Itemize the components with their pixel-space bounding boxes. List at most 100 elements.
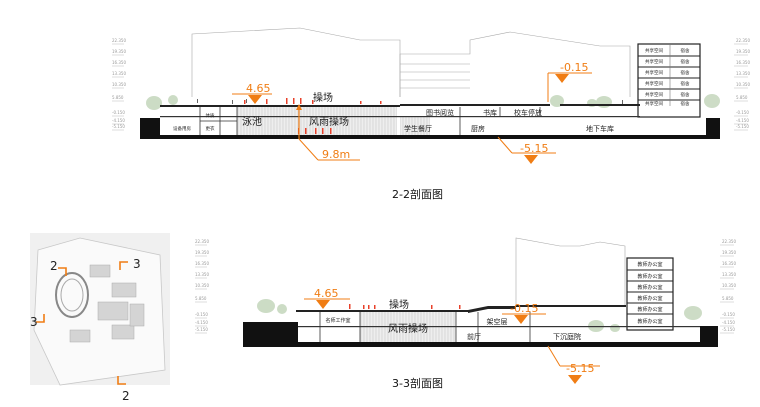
cut-marker (36, 314, 45, 323)
level-value: -4.150 (112, 118, 125, 123)
level-value: 5.850 (722, 296, 734, 301)
room-label: 宿舍 (681, 91, 690, 98)
partitions-22 (199, 107, 541, 135)
level-value: -0.150 (722, 312, 735, 317)
label-pool: 泳池 (242, 115, 262, 128)
room-label: 教师办公室 (637, 295, 662, 302)
elevation-marker-515-33: -5.15 (547, 345, 600, 384)
canteen-wall (400, 116, 430, 135)
room-label: 共享空间 (645, 91, 663, 98)
elevation-value: -0.15 (510, 302, 538, 315)
podium-roof-slab (296, 310, 468, 312)
level-value: 22.350 (722, 239, 736, 244)
room-label: 教师办公室 (637, 306, 662, 313)
level-value: 13.350 (736, 71, 750, 76)
basement-slab (243, 342, 718, 347)
level-value: 5.850 (112, 95, 124, 100)
elevation-marker-015-33: -0.15 (502, 302, 546, 324)
room-label: 共享空间 (645, 47, 663, 54)
level-value: -0.150 (195, 312, 208, 317)
room-label: 共享空间 (645, 58, 663, 65)
ground-floor-line (160, 116, 640, 118)
elevation-value: 4.65 (314, 287, 339, 300)
background-buildings-33 (515, 237, 626, 305)
level-value: 22.350 (195, 239, 209, 244)
cut-marker (117, 376, 126, 385)
level-values-right-22: 22.350 19.350 16.350 13.350 10.350 5.850… (736, 38, 750, 129)
level-value: -5.150 (722, 327, 735, 332)
room-label: 共享空间 (645, 100, 663, 107)
ground-floor-line (298, 326, 700, 328)
label-overhead-floor: 架空层 (487, 317, 508, 326)
level-value: 22.350 (736, 38, 750, 43)
label-lobby: 前厅 (467, 332, 481, 341)
level-value: 16.350 (722, 261, 736, 266)
cut-label: 2 (122, 389, 130, 403)
ground-left (243, 322, 298, 342)
label-sunken-court: 下沉庭院 (553, 332, 581, 341)
cut-marker (58, 267, 67, 276)
cut-label: 2 (50, 259, 58, 273)
level-value: 19.350 (195, 250, 209, 255)
ground-right (700, 326, 718, 342)
level-value: -0.150 (112, 110, 125, 115)
level-value: 13.350 (112, 71, 126, 76)
section-2-2: 22.350 19.350 16.350 13.350 10.350 5.850… (112, 27, 750, 164)
height-marker-98: 9.8m (296, 104, 360, 161)
level-ticks-right-22 (734, 43, 748, 131)
elevation-marker-015: -0.15 (547, 61, 592, 102)
caption-section-3-3: 3-3剖面图 (392, 377, 443, 390)
office-tower: 教师办公室 教师办公室 教师办公室 教师办公室 教师办公室 教师办公室 (626, 257, 674, 331)
room-label: 共享空间 (645, 69, 663, 76)
level-value: -5.150 (195, 327, 208, 332)
cut-label: 3 (133, 257, 141, 271)
label-rain-field: 风雨操场 (309, 115, 349, 128)
level-ticks-left-22 (112, 43, 124, 131)
room-label: 宿舍 (681, 100, 690, 107)
level-values-left-33: 22.350 19.350 16.350 13.350 10.350 5.850… (195, 239, 209, 332)
level-ticks-right-33 (720, 244, 734, 334)
level-values-left-22: 22.350 19.350 16.350 13.350 10.350 5.850… (112, 38, 126, 129)
level-ticks-left-33 (195, 244, 207, 334)
room-label: 教师办公室 (637, 284, 662, 291)
elevation-marker-465-33: 4.65 (304, 287, 350, 309)
level-value: 13.350 (722, 272, 736, 277)
room-label: 教师办公室 (637, 273, 662, 280)
room-label: 宿舍 (681, 80, 690, 87)
label-changing-room: 更衣 (206, 125, 215, 132)
room-label: 教师办公室 (637, 318, 662, 325)
people-22 (197, 99, 623, 104)
partitions-33 (319, 312, 531, 342)
room-label: 宿舍 (681, 47, 690, 54)
label-equipment-room: 设备用房 (173, 125, 191, 132)
caption-section-2-2: 2-2剖面图 (392, 188, 443, 201)
level-value: -4.150 (722, 320, 735, 325)
background-buildings-22 (191, 27, 631, 97)
label-canteen: 学生餐厅 (404, 124, 432, 133)
level-value: 19.350 (112, 49, 126, 54)
elevation-value: 9.8m (322, 148, 350, 161)
level-value: 10.350 (112, 82, 126, 87)
label-playground: 操场 (389, 298, 409, 311)
label-rain-field: 风雨操场 (388, 322, 428, 335)
level-value: 16.350 (195, 261, 209, 266)
level-value: 10.350 (722, 283, 736, 288)
room-label: 宿舍 (681, 58, 690, 65)
red-markers-33 (349, 304, 461, 309)
label-book-stacks: 书库 (483, 108, 497, 117)
level-value: -4.150 (736, 118, 749, 123)
level-value: -0.150 (736, 110, 749, 115)
label-teacher-studio: 名师工作室 (325, 317, 350, 324)
room-label: 宿舍 (681, 69, 690, 76)
ramp-slab (560, 104, 640, 106)
elevation-marker-515: -5.15 (497, 136, 556, 164)
level-value: 19.350 (722, 250, 736, 255)
level-value: -5.150 (736, 124, 749, 129)
level-value: 5.850 (736, 95, 748, 100)
basement-slab (140, 135, 720, 139)
level-value: 19.350 (736, 49, 750, 54)
level-value: -4.150 (195, 320, 208, 325)
podium-roof-slab-east (400, 104, 550, 106)
upper-slab (516, 305, 626, 307)
